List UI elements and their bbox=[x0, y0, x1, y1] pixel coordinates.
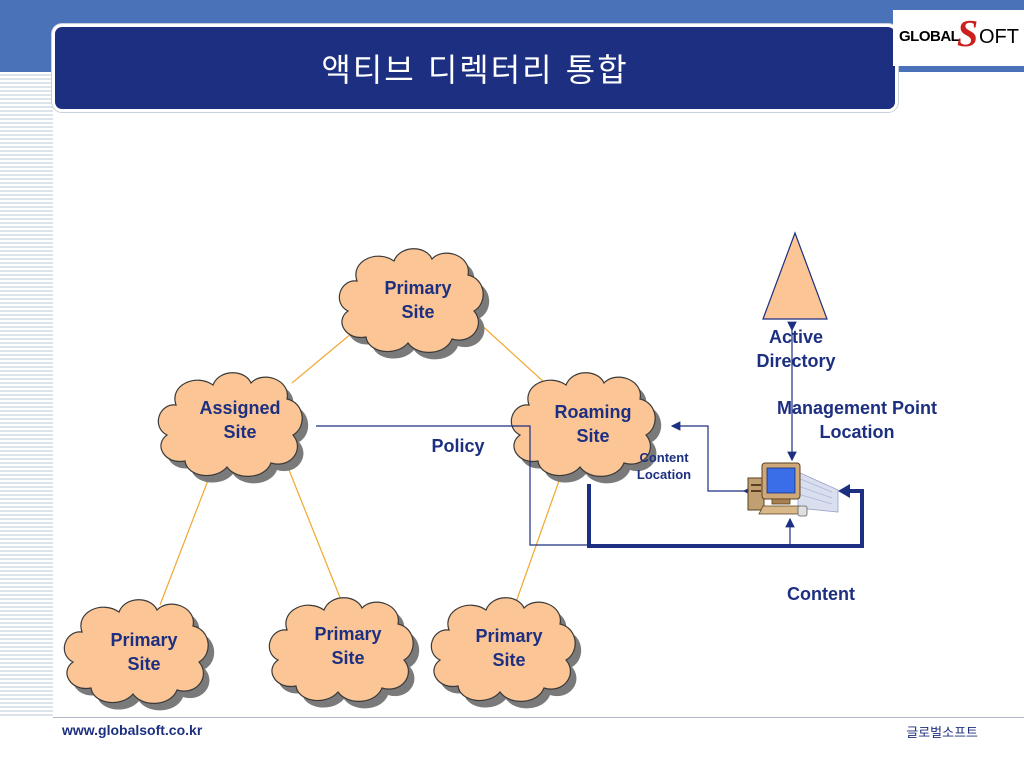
bottom-site-1-label-line2: Site bbox=[127, 654, 160, 674]
bottom-site-2-label-line1: Primary bbox=[314, 624, 381, 644]
bottom-site-3-label-line2: Site bbox=[492, 650, 525, 670]
management-point-label-line1: Management Point bbox=[777, 398, 937, 418]
content-arrowhead bbox=[838, 484, 850, 498]
roaming-site-label-line2: Site bbox=[576, 426, 609, 446]
roaming-site-label-line1: Roaming bbox=[554, 402, 631, 422]
connector-top-to-roaming bbox=[477, 321, 546, 384]
footer-company-name: 글로벌소프트 bbox=[906, 726, 978, 741]
globalsoft-logo: GLOBAL S OFT bbox=[893, 10, 1024, 66]
connector-roaming-to-bottom-3 bbox=[514, 477, 561, 606]
bottom-site-1-label-line1: Primary bbox=[110, 630, 177, 650]
logo-text-s: S bbox=[957, 13, 979, 55]
slide-title: 액티브 디렉터리 통합 bbox=[321, 51, 629, 89]
left-stripe-decoration bbox=[0, 72, 53, 718]
policy-connector bbox=[316, 425, 795, 546]
active-directory-triangle bbox=[762, 231, 828, 320]
top-site-label-line2: Site bbox=[401, 302, 434, 322]
content-location-label-line1: Content bbox=[639, 450, 689, 465]
footer-url: www.globalsoft.co.kr bbox=[62, 722, 203, 738]
title-bar: 액티브 디렉터리 통합 bbox=[52, 24, 898, 112]
active-directory-label-line1: Active bbox=[769, 327, 823, 347]
assigned-site-label-line2: Site bbox=[223, 422, 256, 442]
top-site-label-line1: Primary bbox=[384, 278, 451, 298]
connector-assigned-to-bottom-2 bbox=[284, 459, 344, 606]
footer-divider bbox=[53, 717, 1024, 718]
content-arrow bbox=[587, 484, 864, 548]
logo-text-oft: OFT bbox=[979, 26, 1019, 48]
policy-label: Policy bbox=[431, 436, 484, 456]
bottom-site-2-label-line2: Site bbox=[331, 648, 364, 668]
connector-assigned-to-bottom-1 bbox=[159, 469, 213, 606]
bottom-site-3-label-line1: Primary bbox=[475, 626, 542, 646]
content-location-label-line2: Location bbox=[637, 467, 691, 482]
content-location-arrow bbox=[670, 421, 753, 496]
management-point-label-line2: Location bbox=[820, 422, 895, 442]
site-connectors bbox=[159, 321, 561, 606]
content-label: Content bbox=[787, 584, 855, 604]
connector-top-to-assigned bbox=[291, 332, 353, 384]
active-directory-label-line2: Directory bbox=[756, 351, 835, 371]
logo-text-global: GLOBAL bbox=[899, 28, 960, 45]
computer-icon bbox=[747, 462, 839, 517]
assigned-site-label-line1: Assigned bbox=[199, 398, 280, 418]
